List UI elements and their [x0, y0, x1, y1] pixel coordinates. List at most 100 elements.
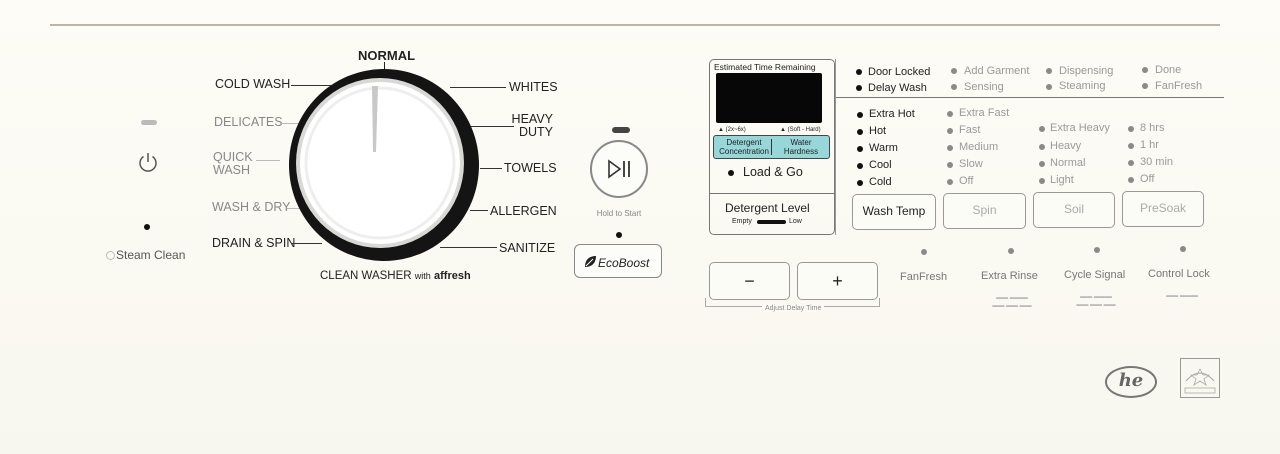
delay-plus-button[interactable]: +: [797, 262, 878, 300]
extra-rinse-led: [1008, 248, 1014, 254]
leader-line: [291, 85, 331, 86]
cycle-label-clean-washer[interactable]: CLEAN WASHER with affresh: [320, 270, 471, 282]
leader-line: [470, 126, 514, 127]
temp-warm: Warm: [869, 142, 898, 154]
delay-wash-led: [856, 85, 862, 91]
status-add-garment: Add Garment: [964, 65, 1030, 77]
adjust-delay-caption: Adjust Delay Time: [762, 305, 825, 312]
status-door-locked: Door Locked: [868, 66, 931, 78]
presoak-8hrs-led: [1128, 126, 1134, 132]
temp-cold-led: [857, 180, 863, 186]
cycle-label-delicates[interactable]: DELICATES: [214, 115, 283, 129]
soil-light: Light: [1050, 174, 1074, 186]
spin-off: Off: [959, 175, 974, 187]
leader-line: [480, 168, 502, 169]
hardness-range: ▲ (Soft - Hard): [780, 127, 821, 133]
steam-clean-option[interactable]: Steam Clean: [106, 248, 185, 262]
soil-extra-heavy-led: [1039, 126, 1045, 132]
hold-to-start-label: Hold to Start: [596, 209, 642, 218]
display-divider: [710, 193, 834, 194]
soil-heavy: Heavy: [1050, 140, 1082, 152]
dispensing-led: [1046, 68, 1052, 74]
leader-line: [450, 87, 506, 88]
cycle-label-quick-wash[interactable]: QUICK WASH: [213, 150, 253, 177]
presoak-1hr-led: [1128, 143, 1134, 149]
extra-rinse-hint: ▬▬ ▬▬▬▬▬ ▬▬ ▬▬: [992, 295, 1032, 309]
cycle-selector-dial[interactable]: [288, 68, 480, 262]
sensing-led: [951, 84, 957, 90]
empty-label: Empty: [732, 218, 752, 225]
temp-hot: Hot: [869, 125, 887, 137]
fanfresh-status-led: [1142, 83, 1148, 89]
status-sensing: Sensing: [964, 81, 1004, 93]
status-divider: [836, 97, 1224, 98]
ecoboost-label: EcoBoost: [598, 256, 650, 270]
water-hardness-label: Water Hardness: [783, 138, 819, 156]
soil-light-led: [1039, 178, 1045, 184]
steam-clean-label: Steam Clean: [116, 248, 186, 262]
he-logo: he: [1105, 366, 1157, 398]
cycle-label-allergen[interactable]: ALLERGEN: [490, 204, 557, 218]
cycle-signal-led: [1094, 247, 1100, 253]
spin-off-led: [947, 179, 953, 185]
cycle-signal-hint: ▬▬ ▬▬▬▬▬ ▬▬ ▬▬: [1076, 294, 1116, 308]
extra-rinse-button[interactable]: Extra Rinse: [981, 270, 1038, 282]
fanfresh-led: [921, 249, 927, 255]
panel-top-edge: [50, 24, 1220, 26]
fanfresh-button[interactable]: FanFresh: [900, 271, 948, 283]
spin-medium: Medium: [959, 141, 999, 153]
dial-knob-graphic: [289, 69, 479, 261]
low-label: Low: [789, 218, 802, 225]
presoak-30min: 30 min: [1140, 156, 1174, 168]
cycle-label-cold-wash[interactable]: COLD WASH: [215, 77, 291, 91]
delay-minus-button[interactable]: −: [709, 262, 790, 300]
cycle-label-drain-spin[interactable]: DRAIN & SPIN: [212, 236, 296, 250]
presoak-1hr: 1 hr: [1140, 139, 1159, 151]
spin-extra-fast: Extra Fast: [959, 107, 1010, 119]
detergent-panel-divider: [771, 139, 772, 155]
cycle-label-towels[interactable]: TOWELS: [504, 161, 557, 175]
cycle-signal-button[interactable]: Cycle Signal: [1064, 269, 1126, 281]
add-garment-led: [951, 68, 957, 74]
soil-normal-led: [1039, 161, 1045, 167]
leader-line: [292, 243, 322, 244]
start-indicator: [612, 127, 630, 133]
steam-clean-radio: [106, 251, 115, 260]
cycle-label-sanitize[interactable]: SANITIZE: [499, 241, 556, 255]
cycle-label-wash-dry[interactable]: WASH & DRY: [212, 200, 291, 214]
temp-extra-hot-led: [857, 112, 863, 118]
start-pause-button[interactable]: [590, 140, 648, 198]
play-pause-icon: [608, 159, 630, 179]
temp-cool-led: [857, 163, 863, 169]
leader-line: [280, 123, 300, 124]
status-done: Done: [1155, 64, 1182, 76]
cycle-label-whites[interactable]: WHITES: [509, 80, 558, 94]
leader-line: [440, 247, 497, 248]
control-lock-led: [1180, 246, 1186, 252]
status-delay-wash: Delay Wash: [868, 82, 927, 94]
cycle-label-heavy-duty[interactable]: HEAVY DUTY: [511, 112, 553, 139]
soil-extra-heavy: Extra Heavy: [1050, 122, 1110, 134]
load-go-led: [728, 170, 734, 176]
presoak-off-led: [1128, 177, 1134, 183]
affresh-logo-text: affresh: [434, 270, 471, 282]
spin-button[interactable]: Spin: [943, 193, 1026, 229]
soil-normal: Normal: [1050, 157, 1086, 169]
ecoboost-button[interactable]: EcoBoost: [574, 244, 662, 278]
presoak-off: Off: [1140, 173, 1155, 185]
control-lock-button[interactable]: Control Lock: [1148, 268, 1210, 280]
clean-washer-text: CLEAN WASHER: [320, 270, 412, 282]
spin-fast-led: [947, 128, 953, 134]
temp-hot-led: [857, 129, 863, 135]
power-button[interactable]: [137, 151, 159, 173]
soil-button[interactable]: Soil: [1033, 192, 1115, 228]
wash-temp-button[interactable]: Wash Temp: [852, 194, 936, 230]
leaf-icon: [585, 256, 596, 267]
presoak-button[interactable]: PreSoak: [1122, 191, 1204, 227]
cycle-label-normal[interactable]: NORMAL: [358, 48, 416, 63]
soil-heavy-led: [1039, 144, 1045, 150]
presoak-30min-led: [1128, 160, 1134, 166]
clean-washer-with: with: [414, 271, 431, 281]
leader-line: [287, 208, 301, 209]
energy-star-icon: [1184, 368, 1216, 394]
